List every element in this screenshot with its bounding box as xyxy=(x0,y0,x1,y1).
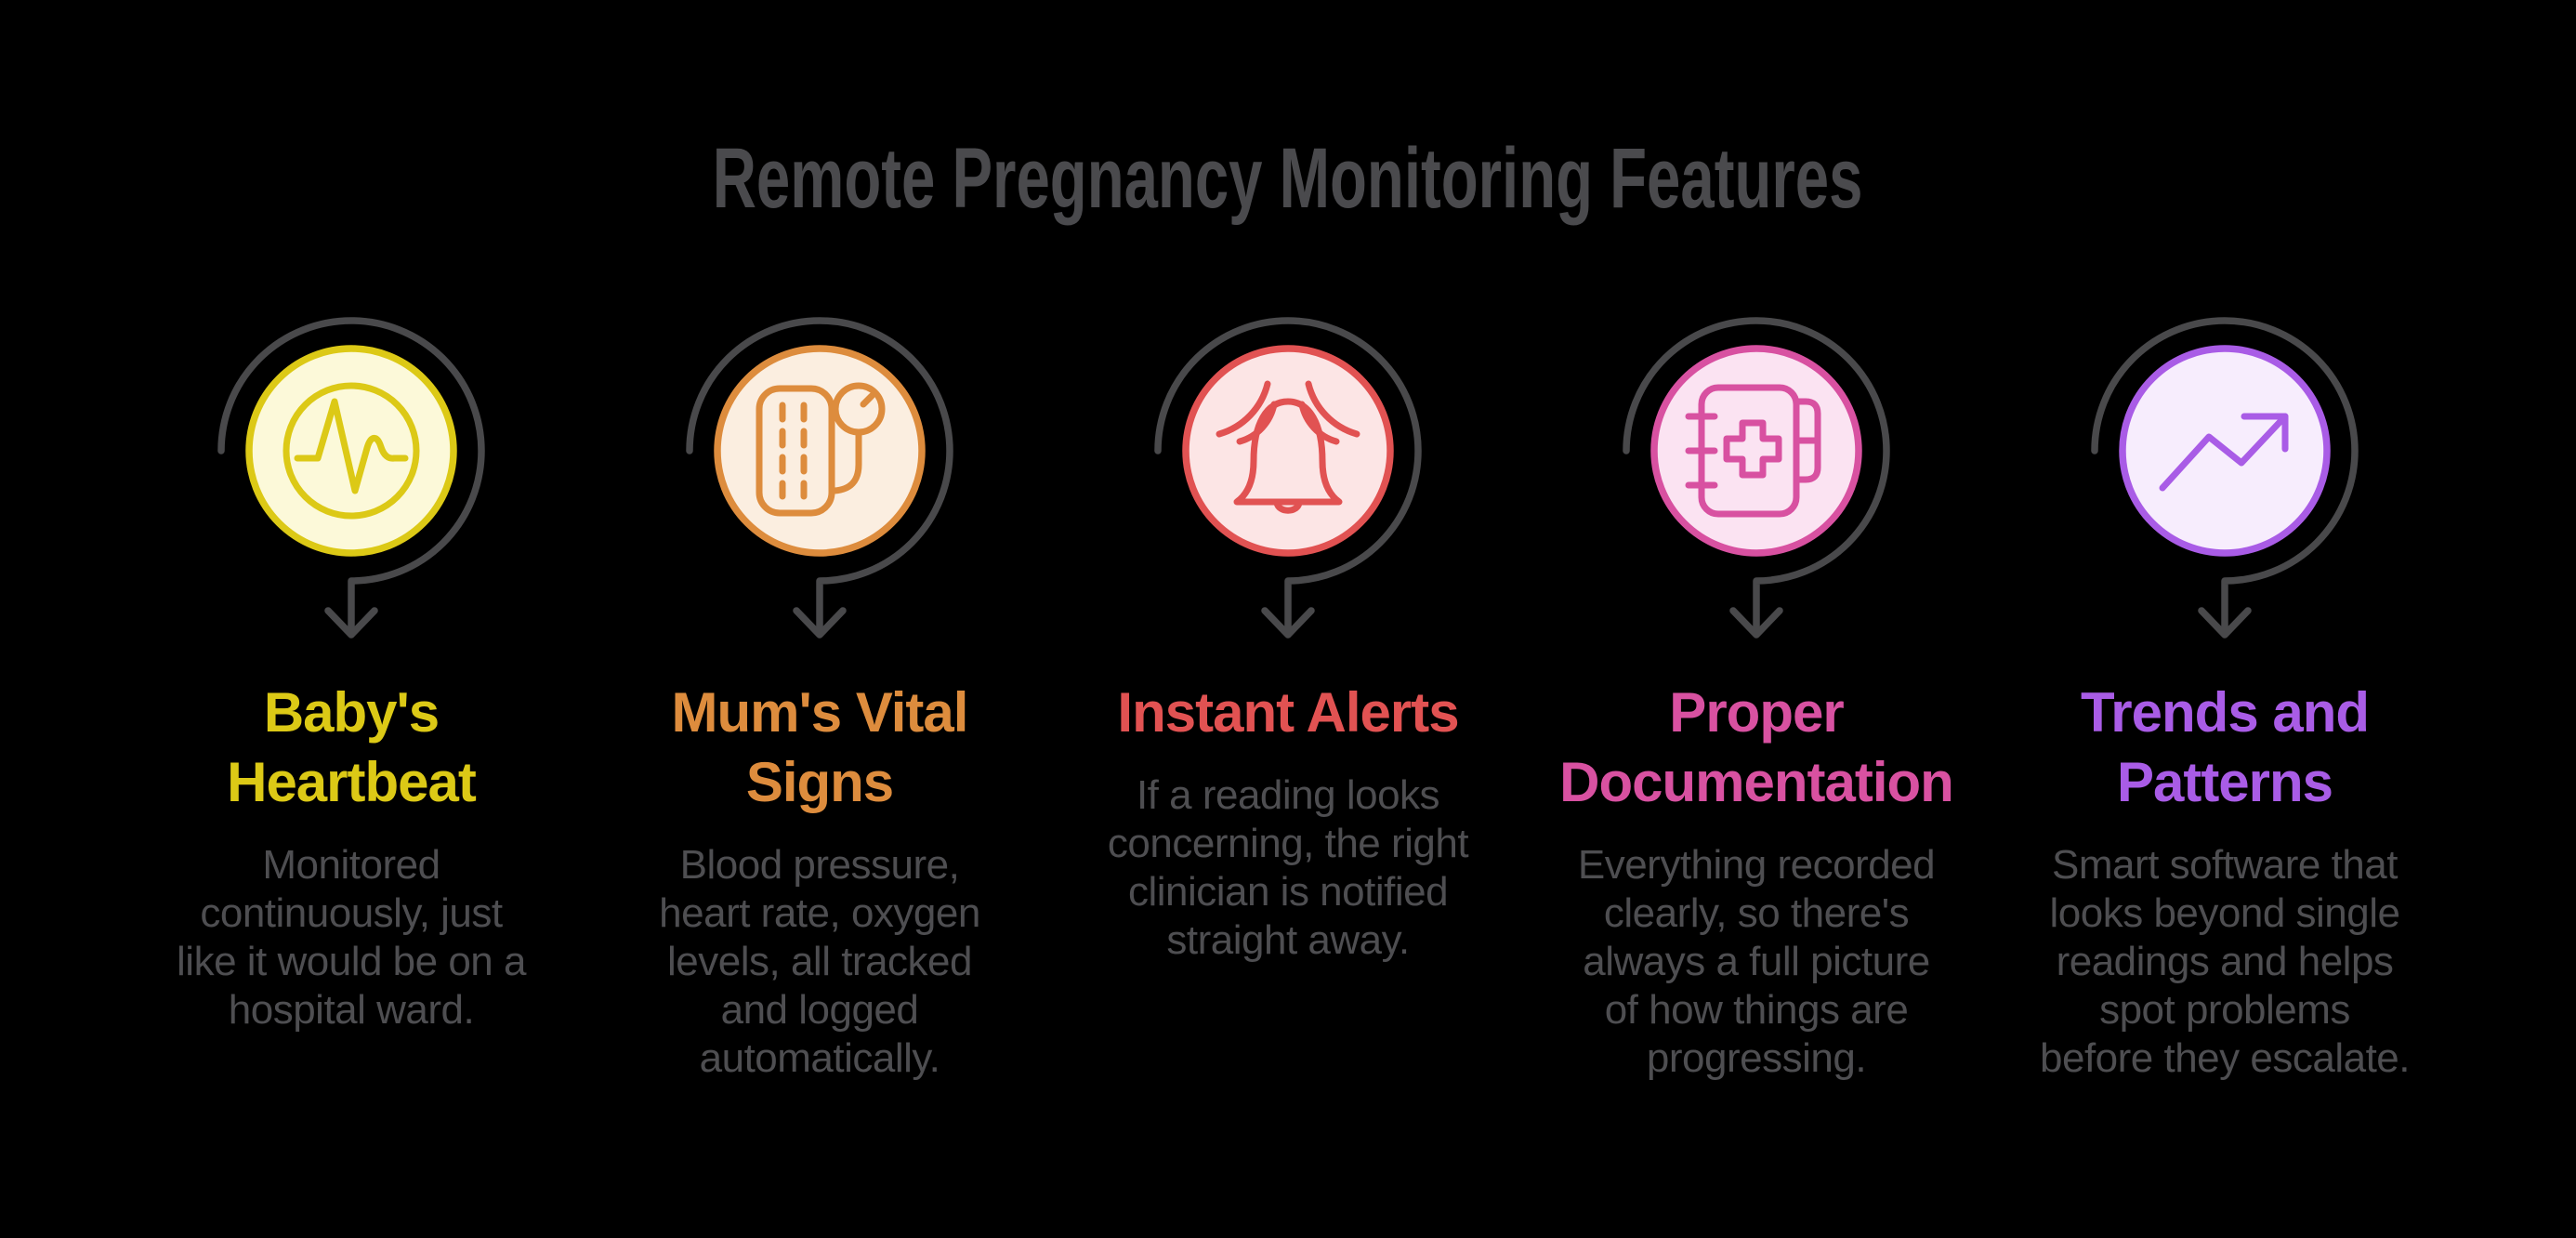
icon-bubble xyxy=(245,345,457,557)
medical-record-icon xyxy=(1685,384,1821,518)
blood-pressure-monitor-icon xyxy=(756,382,886,517)
loop-arrow-path xyxy=(1154,317,1422,639)
alert-bell-icon xyxy=(1216,380,1360,514)
loop-arrow-icon xyxy=(217,317,485,639)
icon-bubble xyxy=(714,345,926,557)
loop-arrow-path xyxy=(1623,317,1890,639)
icon-bubble xyxy=(1650,345,1862,557)
loop-arrow-icon xyxy=(1623,317,1890,639)
page-title: Remote Pregnancy Monitoring Features xyxy=(0,136,2576,221)
loop-arrow-icon xyxy=(1154,317,1422,639)
loop-arrow-icon xyxy=(686,317,953,639)
title-section: Remote Pregnancy Monitoring Features xyxy=(0,0,2576,221)
loop-arrow-path xyxy=(2091,317,2359,639)
loop-arrow-path xyxy=(686,317,953,639)
heartbeat-icon xyxy=(283,382,420,520)
loop-arrow-path xyxy=(217,317,485,639)
icon-bubble xyxy=(1182,345,1394,557)
page-title-text: Remote Pregnancy Monitoring Features xyxy=(713,131,1863,226)
feature-heading: Instant Alerts xyxy=(1117,681,1459,744)
trend-up-arrow-icon xyxy=(2159,413,2289,492)
loop-arrow-icon xyxy=(2091,317,2359,639)
